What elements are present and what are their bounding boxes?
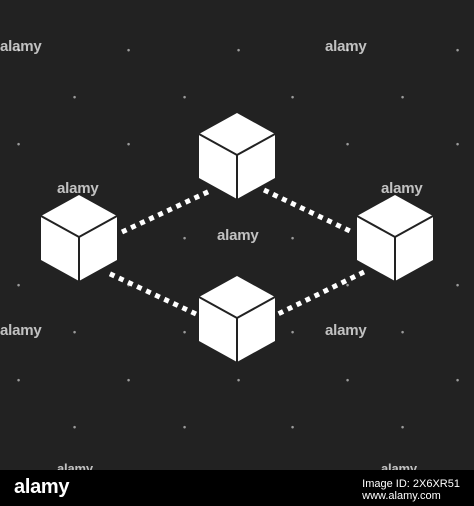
watermark-dot: • bbox=[237, 139, 241, 149]
cube-bottom-icon bbox=[198, 276, 276, 362]
watermark: alamy bbox=[325, 38, 367, 55]
watermark: alamy bbox=[325, 322, 367, 339]
blockchain-network-icon bbox=[40, 113, 434, 362]
watermark-dot: • bbox=[401, 327, 405, 337]
watermark-dot: • bbox=[17, 375, 21, 385]
watermark-dot: • bbox=[237, 280, 241, 290]
watermark-dot: • bbox=[346, 280, 350, 290]
watermark-dot: • bbox=[401, 422, 405, 432]
watermark-dot: • bbox=[346, 375, 350, 385]
watermark-dot: • bbox=[17, 139, 21, 149]
footer-image-info: Image ID: 2X6XR51 www.alamy.com bbox=[362, 478, 460, 502]
footer-image-id: Image ID: 2X6XR51 bbox=[362, 478, 460, 490]
watermark-dot: • bbox=[183, 327, 187, 337]
connector-lines bbox=[104, 187, 366, 317]
connector-left-top bbox=[120, 187, 214, 235]
watermark-dot: • bbox=[291, 92, 295, 102]
watermark-dot: • bbox=[127, 45, 131, 55]
watermark-dot: • bbox=[183, 92, 187, 102]
watermark-dot: • bbox=[456, 139, 460, 149]
watermark-dot: • bbox=[291, 233, 295, 243]
footer-logo: alamy bbox=[14, 476, 70, 498]
watermark-dot: • bbox=[291, 422, 295, 432]
watermark-dot: • bbox=[73, 92, 77, 102]
watermark-dot: • bbox=[456, 280, 460, 290]
watermark-dot: • bbox=[127, 139, 131, 149]
cube-left-icon bbox=[40, 195, 118, 281]
cube-top-icon bbox=[198, 113, 276, 199]
footer-bar: alamy Image ID: 2X6XR51 www.alamy.com bbox=[0, 470, 474, 506]
watermark-dot: • bbox=[346, 45, 350, 55]
watermark: alamy bbox=[57, 180, 99, 197]
watermark-dot: • bbox=[17, 280, 21, 290]
connector-top-right bbox=[262, 187, 354, 235]
watermark: alamy bbox=[217, 227, 259, 244]
watermark: alamy bbox=[381, 180, 423, 197]
cube-right-icon bbox=[356, 195, 434, 281]
watermark-dot: • bbox=[127, 375, 131, 385]
connector-right-bottom bbox=[276, 269, 366, 317]
watermark-dot: • bbox=[291, 327, 295, 337]
connector-bottom-left bbox=[104, 269, 198, 317]
watermark-dot: • bbox=[17, 45, 21, 55]
watermark-dot: • bbox=[346, 139, 350, 149]
watermark-dot: • bbox=[456, 375, 460, 385]
footer-site: www.alamy.com bbox=[362, 490, 441, 502]
watermark-dot: • bbox=[73, 233, 77, 243]
watermark-dot: • bbox=[183, 233, 187, 243]
watermark-dot: • bbox=[237, 45, 241, 55]
watermark: alamy bbox=[0, 322, 42, 339]
watermark-dot: • bbox=[456, 45, 460, 55]
watermark-dot: • bbox=[401, 233, 405, 243]
watermark-dot: • bbox=[73, 422, 77, 432]
watermark-dot: • bbox=[183, 422, 187, 432]
watermark: alamy bbox=[0, 38, 42, 55]
watermark-dot: • bbox=[73, 327, 77, 337]
watermark-dot: • bbox=[127, 280, 131, 290]
watermark-dot: • bbox=[401, 92, 405, 102]
watermark-dot: • bbox=[237, 375, 241, 385]
